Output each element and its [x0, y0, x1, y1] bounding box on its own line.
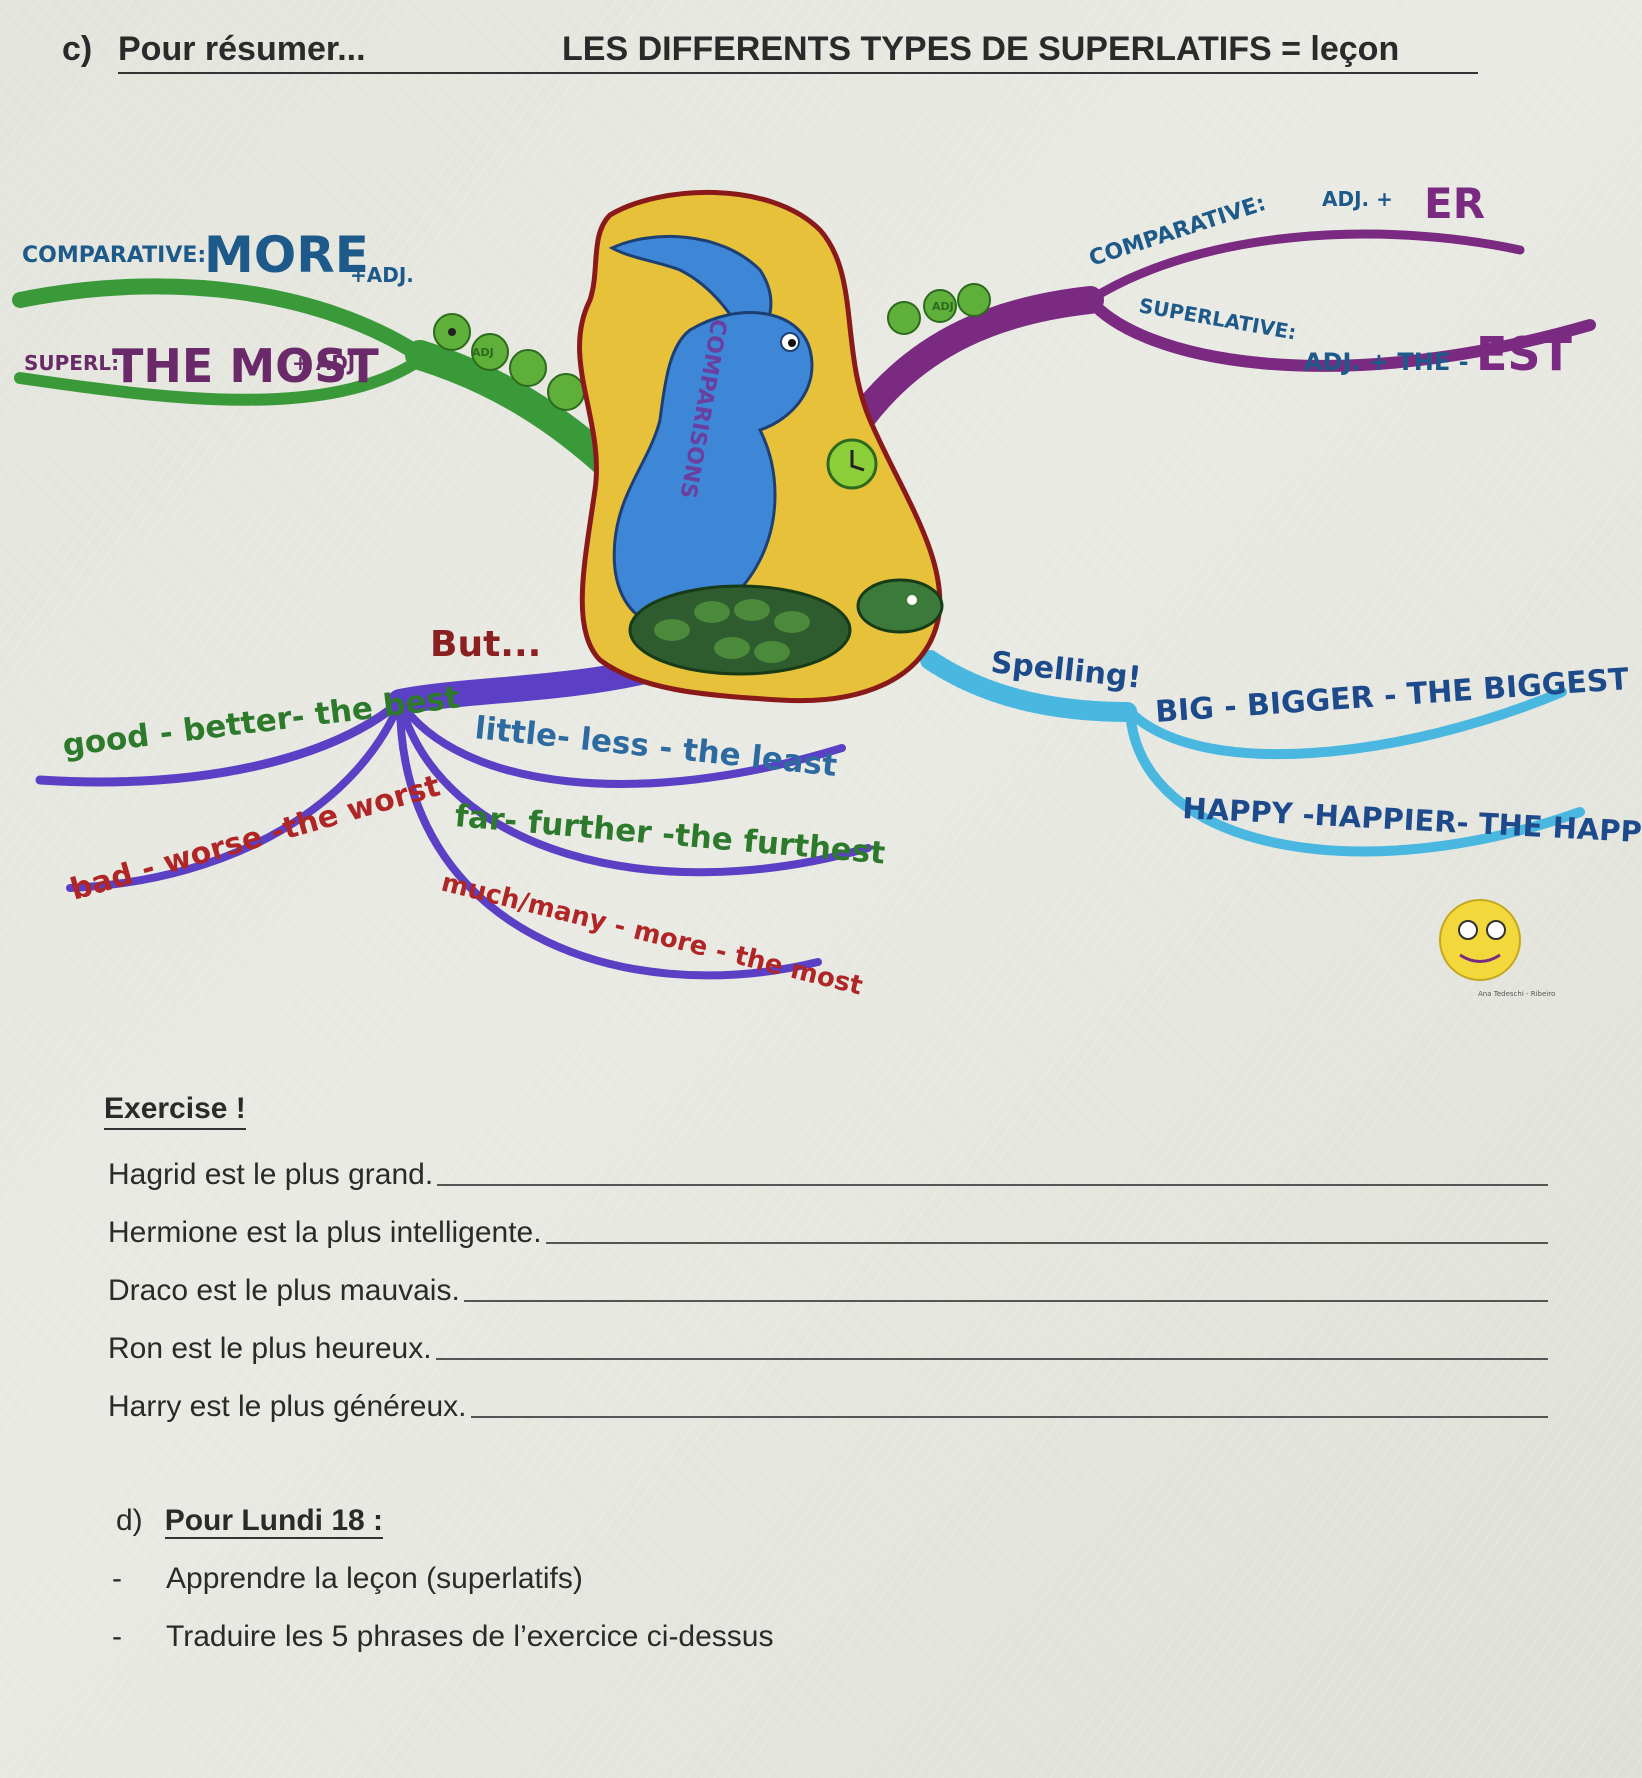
comparative-er-branch — [1085, 229, 1525, 305]
spelling-item-happy: HAPPY -HAPPIER- THE HAPPIEST — [1182, 791, 1642, 853]
but-item-far: far- further -the furthest — [453, 798, 886, 872]
comparative-er-suffix: ER — [1424, 179, 1485, 228]
right-branch-trunk — [846, 286, 1104, 434]
bullet-dash: - — [112, 1620, 122, 1653]
ant-label-left: ADJ — [472, 346, 494, 359]
comparative-er-rule: ADJ. + — [1322, 187, 1393, 211]
homework-item: - Traduire les 5 phrases de l’exercice ci… — [112, 1620, 774, 1654]
homework-heading: d) Pour Lundi 18 : — [116, 1504, 1316, 1539]
credit-text: Ana Tedeschi - Ribeiro — [1478, 990, 1555, 998]
but-little-branch — [396, 698, 846, 788]
but-label: But... — [430, 624, 541, 665]
comparative-more-prefix: COMPARATIVE: — [22, 243, 206, 268]
exercise-line-3: Draco est le plus mauvais. — [108, 1268, 1548, 1308]
superlative-most-word: THE MOST — [112, 339, 379, 393]
answer-blank[interactable] — [470, 1414, 1548, 1418]
superlative-est-suffix: EST — [1476, 327, 1573, 381]
exercise-line-4: Ron est le plus heureux. — [108, 1326, 1548, 1366]
spelling-big-branch — [1125, 687, 1567, 760]
comparative-more-suffix: +ADJ. — [350, 263, 414, 287]
spelling-branch: Spelling! BIG - BIGGER - THE BIGGEST HAP… — [920, 645, 1642, 857]
answer-blank[interactable] — [463, 1298, 1548, 1302]
exercise-line-2: Hermione est la plus intelligente. — [108, 1210, 1548, 1250]
but-good-branch — [35, 697, 405, 787]
left-branch-trunk — [405, 340, 627, 483]
spelling-happy-branch — [1125, 707, 1585, 857]
exercise-sentence: Hermione est la plus intelligente. — [108, 1216, 542, 1249]
but-branch-trunk — [387, 659, 653, 715]
spelling-item-big: BIG - BIGGER - THE BIGGEST — [1154, 662, 1630, 730]
but-bad-branch — [66, 698, 404, 892]
superlative-most-branch — [14, 354, 426, 406]
but-item-bad: bad - worse -the worst — [67, 769, 444, 908]
smiley-icon — [1439, 899, 1521, 981]
center-illustration: COMPARISONS — [577, 189, 944, 704]
hare-illustration: COMPARISONS — [608, 234, 878, 628]
mind-map: COMPARATIVE: MORE +ADJ. SUPERL: THE MOST… — [12, 179, 1642, 1002]
but-item-much: much/many - more - the most — [438, 868, 865, 1002]
answer-blank[interactable] — [545, 1240, 1548, 1244]
homework-item: - Apprendre la leçon (superlatifs) — [112, 1562, 583, 1596]
homework-item-text: Traduire les 5 phrases de l’exercice ci-… — [166, 1620, 774, 1653]
bullet-dash: - — [112, 1562, 122, 1595]
header-underline — [118, 72, 1478, 74]
exercise-sentence: Draco est le plus mauvais. — [108, 1274, 460, 1307]
exercise-line-5: Harry est le plus généreux. — [108, 1384, 1548, 1424]
homework-title: Pour Lundi 18 : — [164, 1504, 384, 1539]
homework-item-text: Apprendre la leçon (superlatifs) — [166, 1562, 583, 1595]
comparative-more-branch — [12, 278, 428, 363]
exercise-title: Exercise ! — [104, 1092, 246, 1130]
homework-section-letter: d) — [116, 1504, 143, 1537]
but-much-branch — [396, 698, 822, 980]
section-title: Pour résumer... — [118, 30, 366, 68]
caterpillar-left: ADJ — [433, 313, 585, 411]
spelling-branch-trunk — [920, 650, 1140, 722]
homework-section: d) Pour Lundi 18 : - Apprendre la leçon (s… — [112, 1504, 1316, 1653]
exercise-sentence: Ron est le plus heureux. — [108, 1332, 432, 1365]
comparative-more-word: MORE — [204, 226, 369, 284]
tortoise-illustration — [628, 578, 944, 676]
but-far-branch — [396, 698, 872, 877]
exercise-sentence: Hagrid est le plus grand. — [108, 1158, 434, 1191]
left-branch: COMPARATIVE: MORE +ADJ. SUPERL: THE MOST… — [12, 226, 627, 483]
exercise-line-1: Hagrid est le plus grand. — [108, 1152, 1548, 1192]
ant-label-right: ADJ — [932, 300, 954, 313]
superlative-most-prefix: SUPERL: — [24, 351, 119, 375]
caterpillar-right: ADJ — [887, 283, 991, 335]
superlative-est-branch — [1084, 294, 1596, 372]
exercise-sentence: Harry est le plus généreux. — [108, 1390, 467, 1423]
superlative-most-suffix: + ADJ — [292, 351, 355, 375]
answer-blank[interactable] — [435, 1356, 1548, 1360]
exercise-section: Exercise ! Hagrid est le plus grand. Her… — [104, 1092, 1564, 1423]
section-letter: c) — [62, 30, 93, 68]
answer-blank[interactable] — [437, 1182, 1548, 1186]
right-branch: COMPARATIVE: ADJ. + ER SUPERLATIVE: ADJ.… — [846, 179, 1596, 434]
lesson-title: LES DIFFERENTS TYPES DE SUPERLATIFS = le… — [562, 30, 1400, 68]
lesson-header: c) Pour résumer... LES DIFFERENTS TYPES … — [62, 26, 1482, 74]
superlative-est-rule: ADJ. + THE - — [1304, 348, 1469, 376]
clock-icon — [826, 438, 878, 490]
